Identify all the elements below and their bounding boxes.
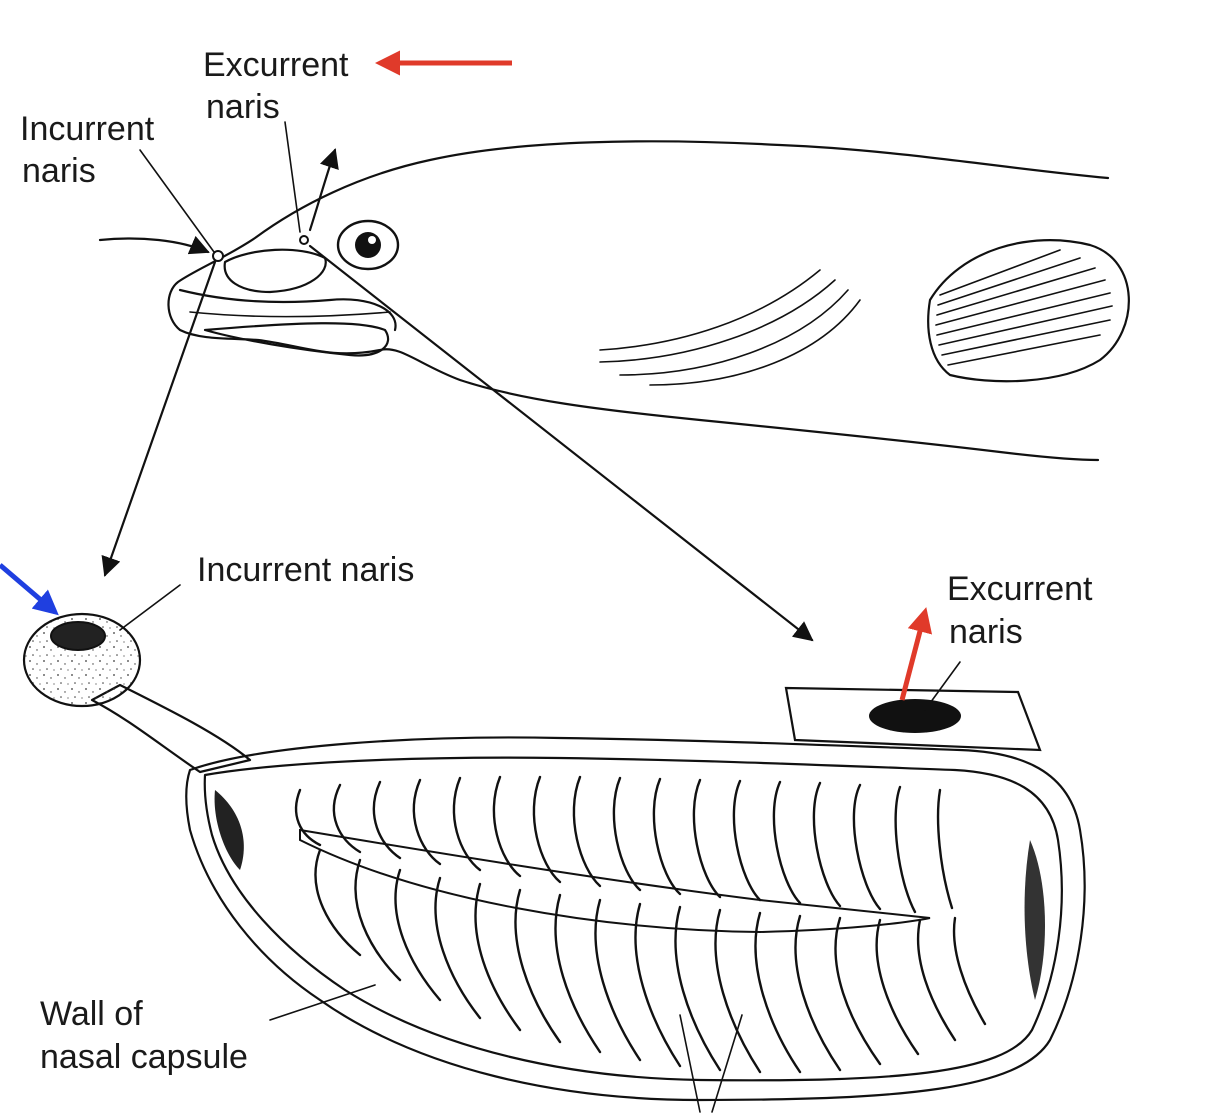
label-excurrent-top-line1: Excurrent (203, 46, 349, 84)
label-wall-line2: nasal capsule (40, 1038, 248, 1076)
incurrent-nostril-dot (212, 250, 224, 262)
inflow-arrow (98, 235, 210, 255)
excurrent-naris-plate (784, 686, 1042, 752)
excurrent-bottom-leader (924, 661, 961, 711)
red-arrow-excurrent-bottom (899, 607, 933, 701)
incurrent-top-leader (139, 149, 215, 253)
label-excurrent-top-line2: naris (206, 88, 280, 126)
blue-arrow-incurrent (0, 563, 59, 616)
excurrent-nostril-dot (299, 235, 309, 245)
excurrent-top-leader (284, 121, 301, 233)
olfactory-lamellae-lower (314, 848, 987, 1074)
olfactory-lamellae-upper (294, 775, 954, 914)
wall-leader (269, 984, 376, 1021)
label-excurrent-bottom-line1: Excurrent (947, 570, 1093, 608)
label-incurrent-top-line2: naris (22, 152, 96, 190)
lamella-leader-2 (711, 1014, 743, 1113)
chamber-shadow-right (1024, 840, 1046, 1000)
incurrent-naris-cap (22, 612, 142, 708)
nasal-capsule-wall (185, 736, 1086, 1102)
lamella-leader-1 (679, 1014, 701, 1113)
outflow-arrow (308, 148, 339, 232)
incurrent-bottom-leader (119, 584, 181, 631)
connector-arrow-excurrent (308, 244, 814, 642)
chamber-shadow-left (214, 790, 244, 870)
label-incurrent-top-line1: Incurrent (20, 110, 155, 148)
label-wall-line1: Wall of (40, 995, 143, 1033)
label-excurrent-bottom-line2: naris (949, 613, 1023, 651)
fish-eye (336, 219, 400, 271)
central-raphe (299, 828, 931, 934)
nasal-capsule-chamber (203, 756, 1063, 1082)
fish-body (167, 140, 1130, 462)
incurrent-tube (90, 683, 252, 774)
connector-arrow-incurrent (101, 260, 217, 577)
label-incurrent-bottom: Incurrent naris (197, 551, 414, 589)
